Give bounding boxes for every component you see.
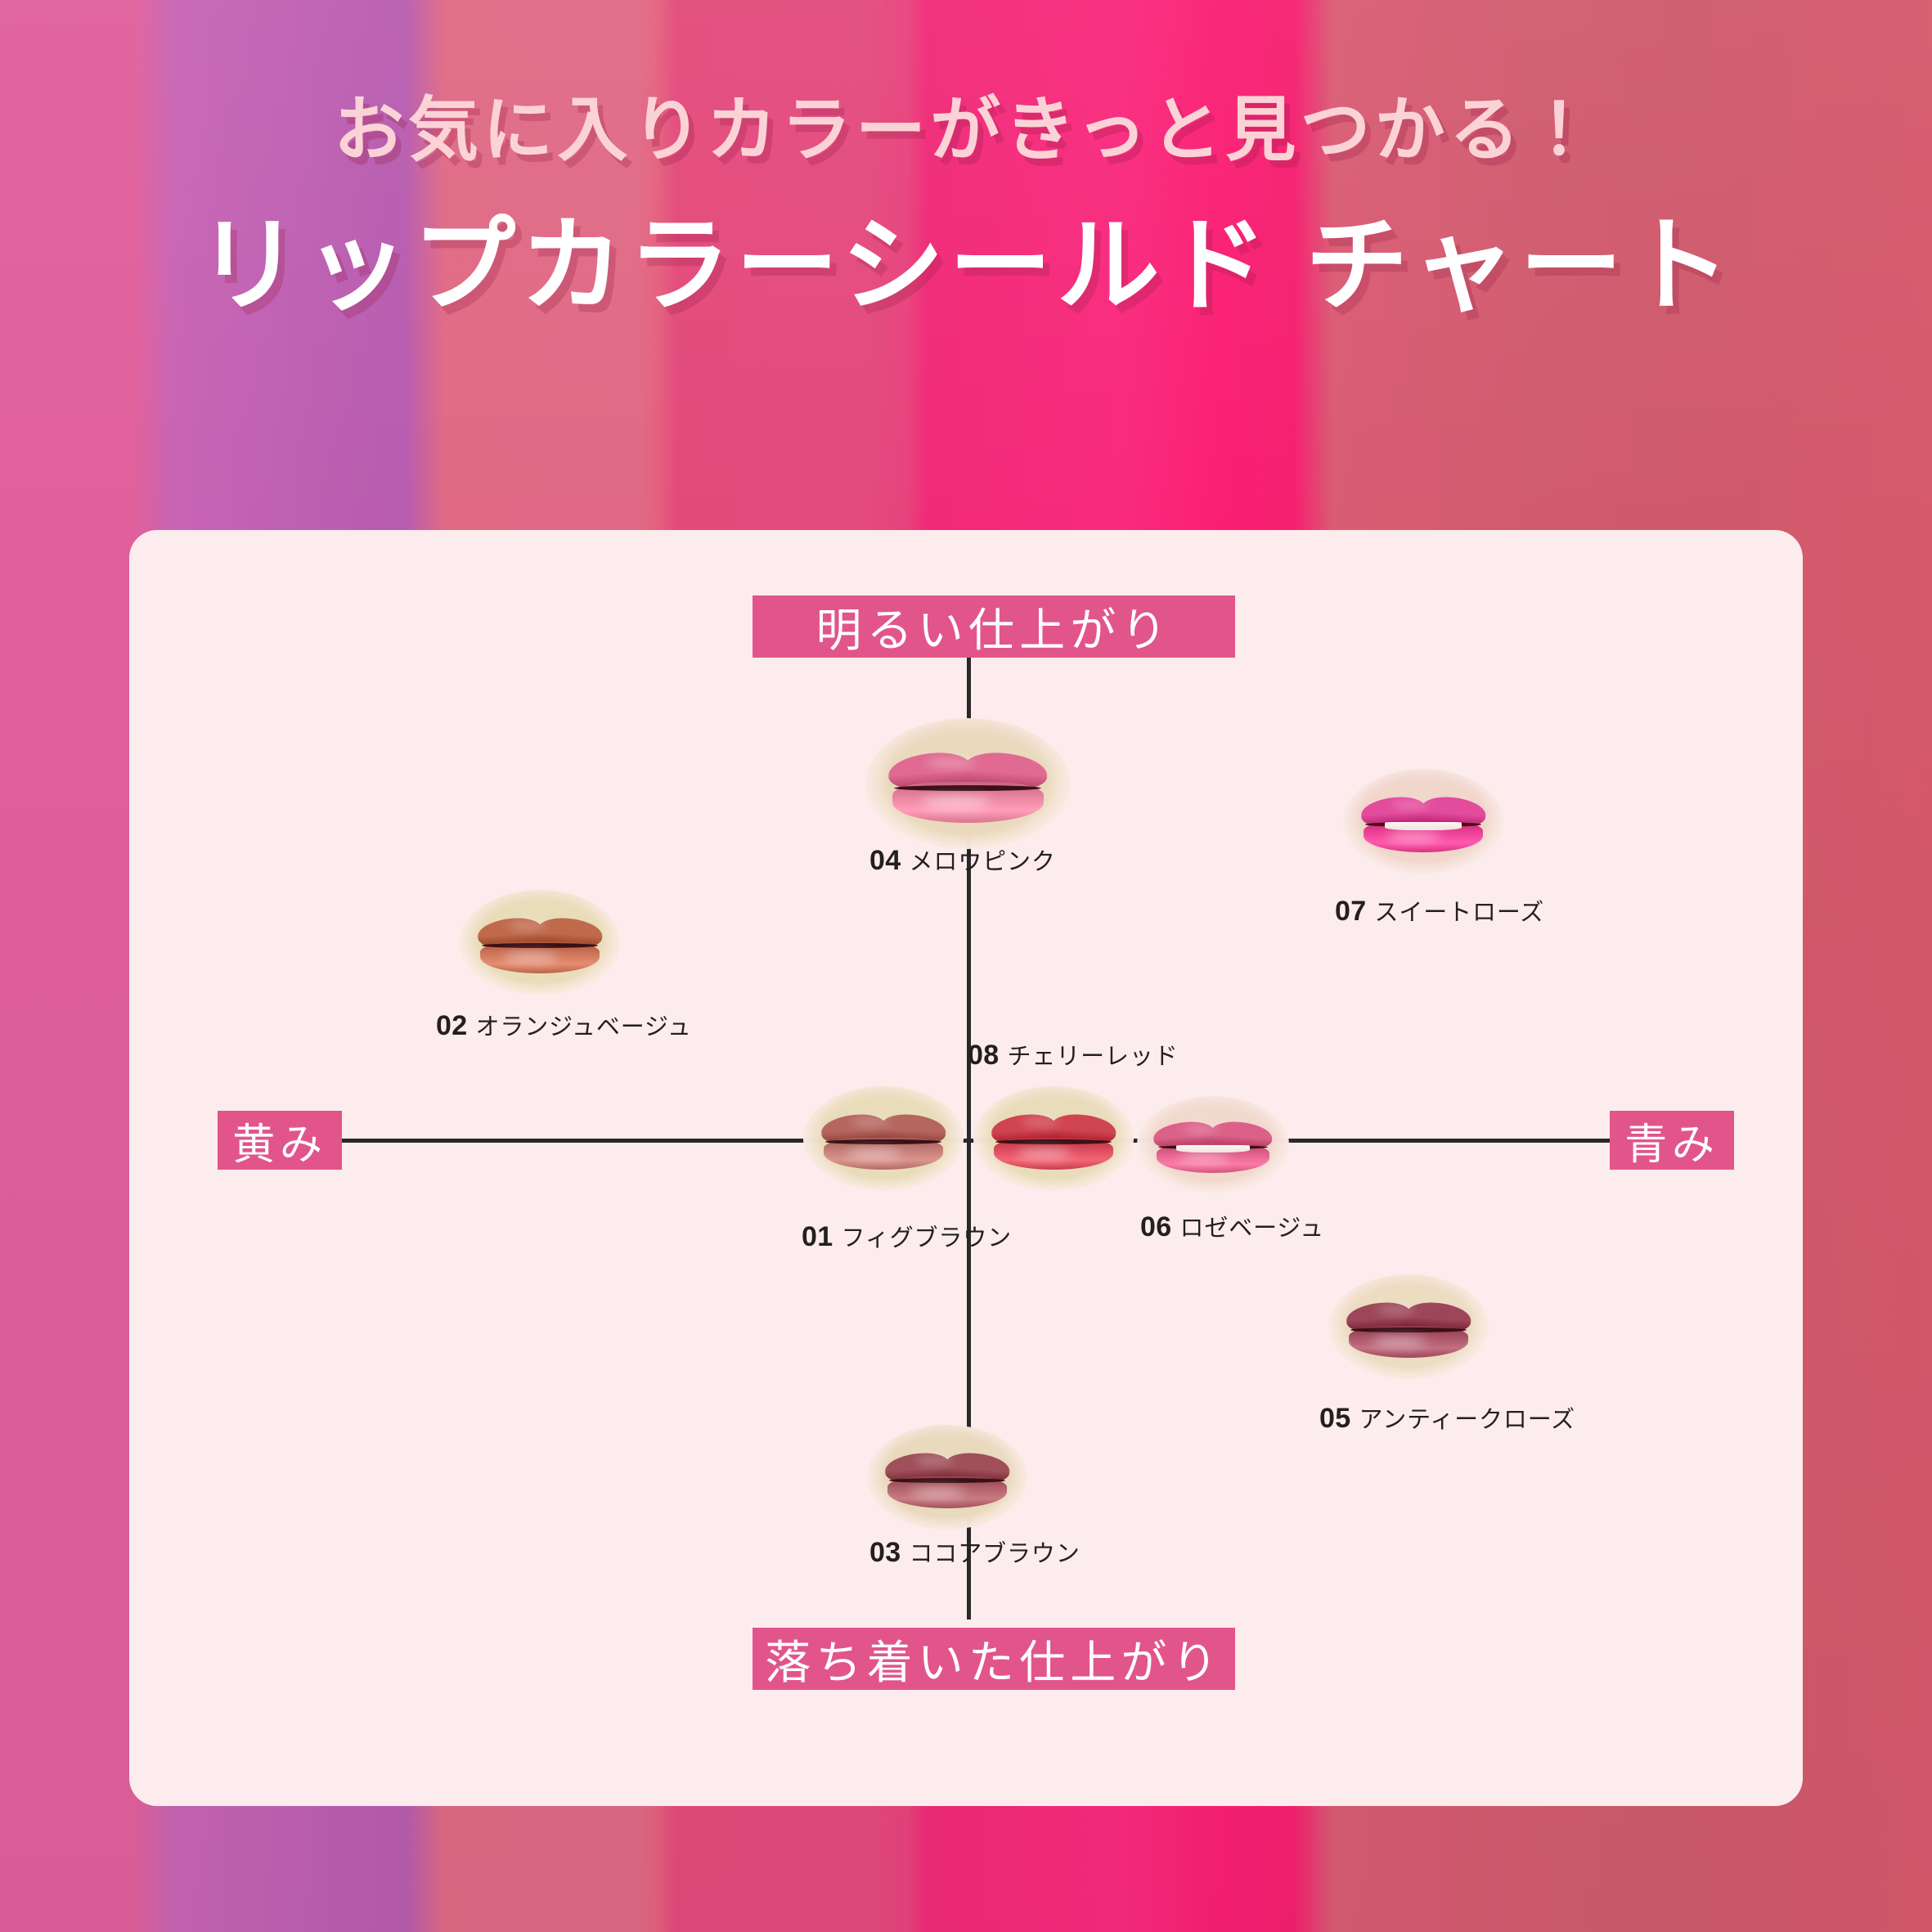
vertical-axis-line bbox=[967, 650, 971, 1620]
axis-label-top: 明るい仕上がり bbox=[753, 595, 1235, 658]
caption-08: 08 チェリーレッド bbox=[968, 1037, 1179, 1072]
swatch-07[interactable] bbox=[1343, 769, 1503, 874]
swatch-08[interactable] bbox=[973, 1086, 1134, 1191]
lip-photo-03 bbox=[867, 1425, 1027, 1530]
caption-05: 05 アンティークローズ bbox=[1319, 1400, 1575, 1435]
caption-07: 07 スイートローズ bbox=[1335, 893, 1544, 928]
lip-photo-02 bbox=[460, 890, 620, 995]
swatch-01[interactable] bbox=[803, 1086, 964, 1191]
caption-number-03: 03 bbox=[869, 1537, 901, 1568]
header-kicker: お気に入りカラーがきっと見つかる！ bbox=[333, 91, 1599, 169]
caption-name-02: オランジュベージュ bbox=[475, 1014, 692, 1040]
caption-number-01: 01 bbox=[802, 1221, 833, 1252]
axis-label-bottom: 落ち着いた仕上がり bbox=[753, 1628, 1235, 1690]
caption-04: 04 メロウピンク bbox=[869, 842, 1056, 877]
caption-01: 01 フィグブラウン bbox=[802, 1219, 1012, 1253]
swatch-03[interactable] bbox=[867, 1425, 1027, 1530]
caption-number-05: 05 bbox=[1319, 1403, 1351, 1434]
caption-name-05: アンティークローズ bbox=[1359, 1407, 1575, 1433]
lip-photo-08 bbox=[973, 1086, 1134, 1191]
caption-name-03: ココアブラウン bbox=[909, 1541, 1081, 1567]
header: お気に入りカラーがきっと見つかる！ リップカラーシールド チャート bbox=[0, 88, 1932, 326]
lip-vignette-05 bbox=[1328, 1274, 1489, 1379]
caption-number-04: 04 bbox=[869, 845, 901, 876]
caption-number-06: 06 bbox=[1140, 1211, 1172, 1242]
swatch-06[interactable] bbox=[1137, 1096, 1289, 1193]
axis-label-right: 青み bbox=[1610, 1111, 1734, 1170]
lip-vignette-04 bbox=[865, 718, 1070, 849]
page-title: リップカラーシールド チャート bbox=[196, 208, 1736, 324]
lip-vignette-02 bbox=[460, 890, 620, 995]
caption-02: 02 オランジュベージュ bbox=[436, 1008, 692, 1042]
caption-name-08: チェリーレッド bbox=[1007, 1044, 1179, 1070]
caption-name-04: メロウピンク bbox=[909, 849, 1056, 875]
swatch-04[interactable] bbox=[865, 718, 1070, 849]
lip-vignette-07 bbox=[1343, 769, 1503, 874]
lip-vignette-03 bbox=[867, 1425, 1027, 1530]
caption-03: 03 ココアブラウン bbox=[869, 1534, 1081, 1569]
lip-vignette-01 bbox=[803, 1086, 964, 1191]
caption-number-07: 07 bbox=[1335, 896, 1367, 927]
lip-vignette-08 bbox=[973, 1086, 1134, 1191]
lip-photo-04 bbox=[865, 718, 1070, 849]
caption-06: 06 ロゼベージュ bbox=[1140, 1209, 1324, 1243]
caption-number-08: 08 bbox=[968, 1040, 1000, 1071]
lip-photo-01 bbox=[803, 1086, 964, 1191]
lip-photo-07 bbox=[1343, 769, 1503, 874]
axis-label-left: 黄み bbox=[218, 1111, 342, 1170]
caption-name-06: ロゼベージュ bbox=[1179, 1215, 1325, 1242]
caption-name-01: フィグブラウン bbox=[841, 1225, 1013, 1251]
caption-number-02: 02 bbox=[436, 1010, 468, 1041]
swatch-02[interactable] bbox=[460, 890, 620, 995]
caption-name-07: スイートローズ bbox=[1374, 900, 1545, 926]
lip-vignette-06 bbox=[1137, 1096, 1289, 1193]
lip-photo-06 bbox=[1137, 1096, 1289, 1193]
swatch-05[interactable] bbox=[1328, 1274, 1489, 1379]
lip-photo-05 bbox=[1328, 1274, 1489, 1379]
